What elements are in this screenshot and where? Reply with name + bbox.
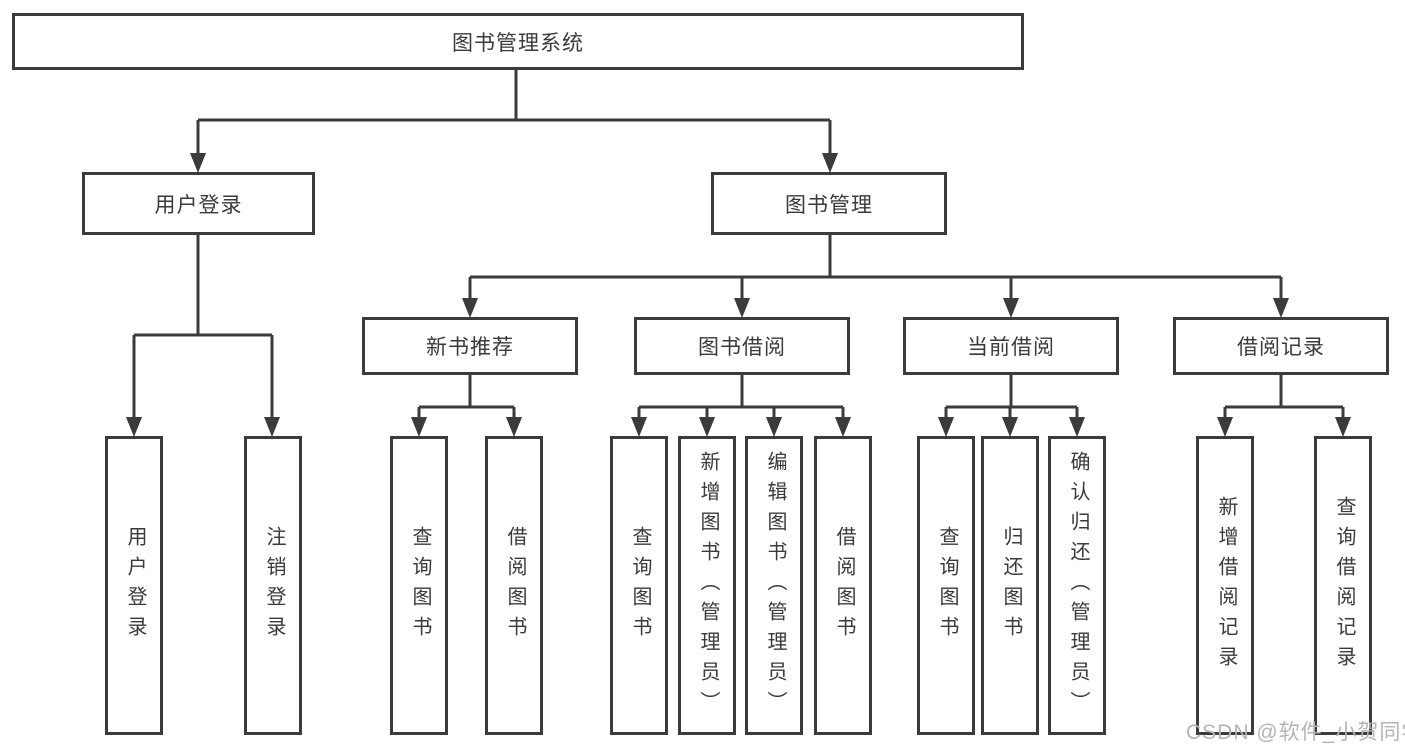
arrowhead	[766, 417, 782, 437]
watermark: CSDN @软件_小贺同学	[1186, 721, 1405, 744]
arrowhead	[264, 417, 280, 437]
node-add-borrow-record: 新增借阅记录	[1196, 436, 1254, 735]
node-borrow-books: 借阅图书	[814, 436, 872, 735]
node-logout: 注销登录	[244, 436, 302, 735]
arrowhead	[631, 417, 647, 437]
arrowhead	[1335, 417, 1351, 437]
arrowhead	[1002, 417, 1018, 437]
node-return-books: 归还图书	[981, 436, 1039, 735]
arrowhead	[938, 417, 954, 437]
node-borrow-books-recommend: 借阅图书	[485, 436, 543, 735]
node-book-borrow: 图书借阅	[634, 317, 850, 375]
node-query-books-borrow: 查询图书	[610, 436, 668, 735]
node-query-borrow-record: 查询借阅记录	[1314, 436, 1372, 735]
node-edit-book-admin: 编辑图书（管理员）	[745, 436, 803, 735]
arrowhead	[699, 417, 715, 437]
arrowhead	[1069, 417, 1085, 437]
arrowhead	[411, 417, 427, 437]
node-query-books-current: 查询图书	[917, 436, 975, 735]
arrowhead	[1273, 298, 1289, 318]
node-root-system: 图书管理系统	[12, 13, 1024, 70]
node-confirm-return-admin: 确认归还（管理员）	[1048, 436, 1106, 735]
node-query-books-recommend: 查询图书	[390, 436, 448, 735]
node-current-borrow: 当前借阅	[903, 317, 1119, 375]
node-add-book-admin: 新增图书（管理员）	[678, 436, 736, 735]
arrowhead	[835, 417, 851, 437]
arrowhead	[734, 298, 750, 318]
arrowhead	[1003, 298, 1019, 318]
arrowhead	[506, 417, 522, 437]
node-borrow-records: 借阅记录	[1173, 317, 1389, 375]
arrowhead	[190, 153, 206, 173]
arrowhead	[1217, 417, 1233, 437]
node-user-login: 用户登录	[105, 436, 163, 735]
node-book-management: 图书管理	[711, 172, 947, 235]
node-new-book-recommend: 新书推荐	[362, 317, 578, 375]
arrowhead	[126, 417, 142, 437]
arrowhead	[822, 153, 838, 173]
node-user-login-group: 用户登录	[82, 172, 315, 235]
arrowhead	[462, 298, 478, 318]
